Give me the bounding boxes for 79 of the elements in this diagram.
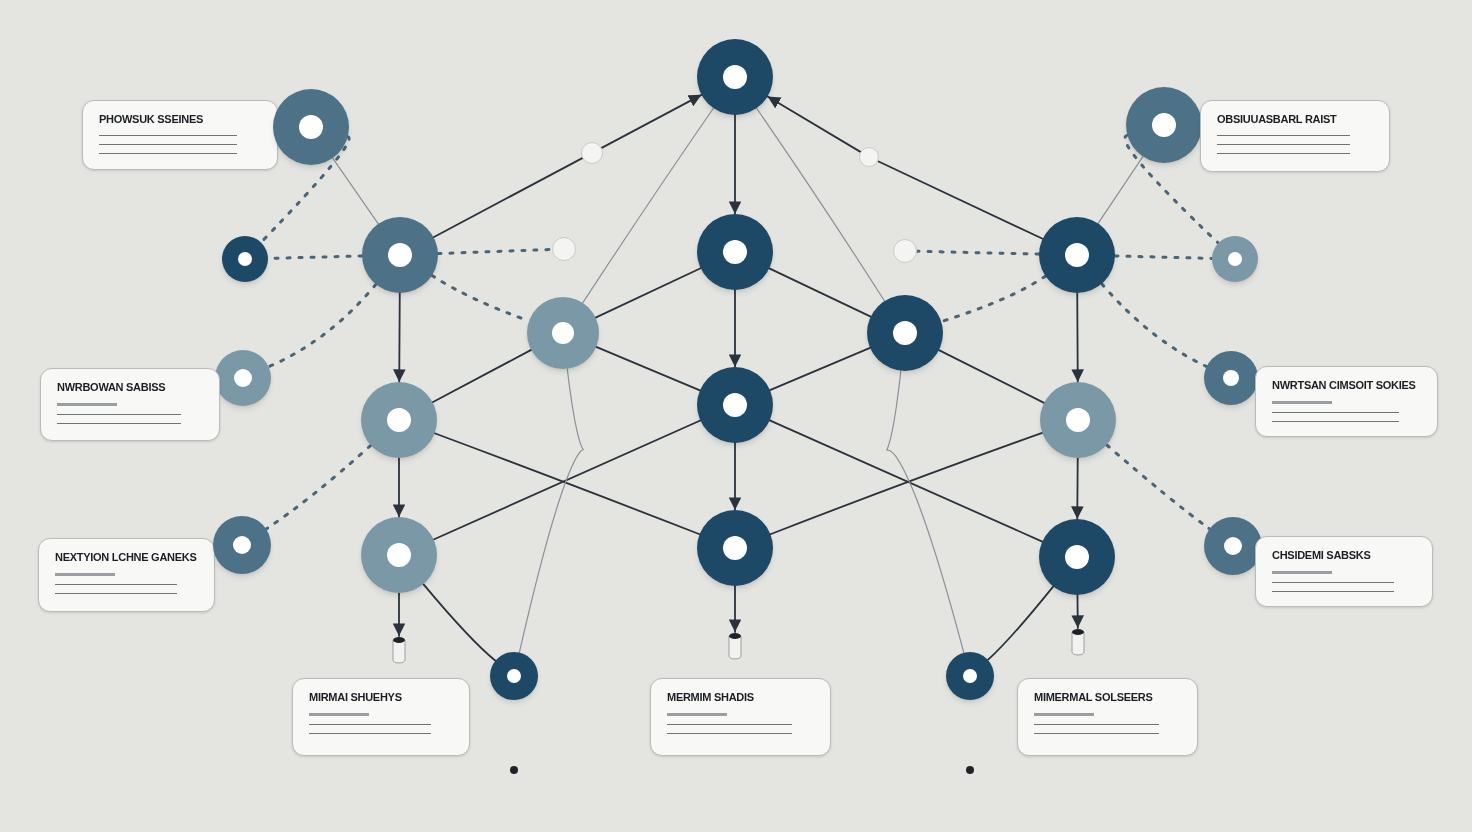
cylinder-marker	[728, 632, 742, 660]
info-card	[40, 368, 220, 441]
connector	[594, 267, 702, 319]
card-title: NWRTSAN CIMSOIT SOKIES	[1272, 379, 1417, 393]
connector	[392, 457, 406, 518]
connector	[582, 107, 714, 304]
network-node	[527, 297, 599, 369]
network-node	[1040, 382, 1116, 458]
network-node	[1126, 87, 1202, 163]
info-card	[650, 678, 831, 756]
connector	[728, 114, 742, 215]
cylinder-marker	[392, 636, 406, 664]
network-node	[697, 39, 773, 115]
dashed-connector	[259, 135, 351, 244]
info-card	[292, 678, 470, 756]
connector	[433, 432, 701, 536]
connector	[986, 585, 1055, 661]
connector	[595, 346, 701, 392]
info-card	[1255, 366, 1438, 437]
network-node	[1204, 351, 1258, 405]
network-node	[361, 517, 437, 593]
connector	[1071, 292, 1084, 383]
card-title: MIMERMAL SOLSEERS	[1034, 691, 1154, 705]
connector	[518, 368, 584, 654]
dashed-connector	[1105, 443, 1212, 531]
dashed-connector	[264, 443, 373, 531]
network-node	[867, 295, 943, 371]
connector	[886, 370, 965, 654]
network-node	[1039, 217, 1115, 293]
connector	[769, 346, 871, 392]
connector	[877, 160, 1044, 240]
connector	[728, 585, 742, 633]
network-node	[1039, 519, 1115, 595]
info-card	[1200, 100, 1390, 172]
network-node	[362, 217, 438, 293]
card-title: CHSIDEMI SABSKS	[1272, 549, 1372, 563]
dashed-connector	[1100, 282, 1209, 369]
info-card	[1017, 678, 1198, 756]
card-title: MERMIM SHADIS	[667, 691, 755, 705]
network-node	[697, 214, 773, 290]
card-title: MIRMAI SHUEHYS	[309, 691, 403, 705]
connector	[938, 349, 1045, 404]
network-node	[222, 236, 268, 282]
dashed-connector	[1123, 133, 1220, 245]
connector	[728, 442, 742, 511]
dashed-connector	[915, 249, 1041, 256]
connector	[728, 289, 742, 368]
card-title: OBSIUUASBARL RAIST	[1217, 113, 1338, 127]
network-node	[361, 382, 437, 458]
connector	[1071, 594, 1084, 629]
info-card	[1255, 536, 1433, 607]
network-node	[213, 516, 271, 574]
connector	[768, 267, 872, 318]
cylinder-marker	[1071, 628, 1085, 656]
connector	[1071, 457, 1084, 520]
card-title: PHOWSUK SSEINES	[99, 113, 205, 127]
connector	[769, 431, 1044, 536]
connector	[432, 419, 702, 541]
info-card	[82, 100, 278, 170]
network-node	[697, 510, 773, 586]
connector	[756, 107, 886, 302]
connector	[393, 292, 406, 383]
network-node	[490, 652, 538, 700]
connector	[422, 583, 497, 662]
network-node	[273, 89, 349, 165]
connector	[431, 348, 533, 404]
connector	[1097, 156, 1144, 224]
network-node	[1204, 517, 1262, 575]
network-node	[215, 350, 271, 406]
info-card	[38, 538, 215, 612]
network-node	[946, 652, 994, 700]
card-title: NWRBOWAN SABISS	[57, 381, 167, 395]
network-node	[1212, 236, 1258, 282]
card-title: NEXTYION LCHNE GANEKS	[55, 551, 198, 565]
connector	[332, 157, 379, 225]
connector	[392, 592, 406, 637]
dashed-connector	[267, 282, 378, 369]
connector	[768, 419, 1044, 543]
network-node	[697, 367, 773, 443]
